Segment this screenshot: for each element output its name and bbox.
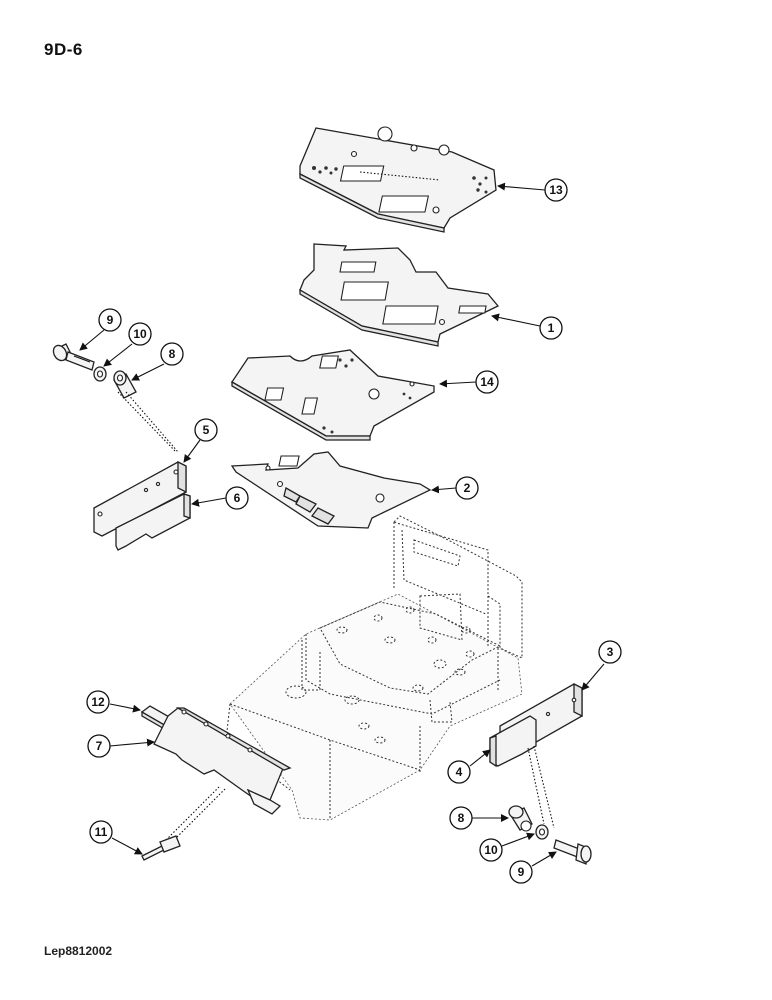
callout-2: 2 <box>455 476 479 500</box>
callout-7-label: 7 <box>96 739 103 753</box>
callout-9-left: 9 <box>98 308 122 332</box>
part-5-side-panel <box>93 460 187 537</box>
callout-13: 13 <box>544 178 568 202</box>
callout-9-left-label: 9 <box>107 313 114 327</box>
washer-10-left <box>93 366 107 382</box>
bolt-9-right <box>553 839 592 865</box>
callout-6-label: 6 <box>234 491 241 505</box>
callout-12-label: 12 <box>91 695 105 709</box>
callout-2-label: 2 <box>464 481 471 495</box>
nut-8-right <box>508 805 533 832</box>
callout-5-label: 5 <box>203 423 210 437</box>
part-11-pin <box>141 835 181 861</box>
callout-7: 7 <box>87 734 111 758</box>
page-label: 9D-6 <box>44 40 83 59</box>
callout-4: 4 <box>447 760 471 784</box>
callout-6: 6 <box>225 486 249 510</box>
callout-10-left: 10 <box>128 322 152 346</box>
part-4-side-panel <box>489 715 537 768</box>
part-6-side-panel <box>115 493 191 551</box>
callout-3: 3 <box>598 640 622 664</box>
main-frame <box>225 515 523 821</box>
part-7-plate <box>153 707 292 815</box>
nut-8-left <box>113 370 137 399</box>
callout-10-right: 10 <box>479 838 503 862</box>
callout-3-label: 3 <box>607 645 614 659</box>
callout-12: 12 <box>86 690 110 714</box>
callout-4-label: 4 <box>456 765 463 779</box>
drawing-code: Lep8812002 <box>44 944 113 958</box>
callout-14-label: 14 <box>480 375 494 389</box>
callout-13-label: 13 <box>549 183 563 197</box>
callout-8-right: 8 <box>449 806 473 830</box>
callout-9-right-label: 9 <box>518 865 525 879</box>
part-13-top-plate <box>299 126 497 233</box>
bolt-9-left <box>52 343 95 371</box>
callout-11-label: 11 <box>95 825 108 839</box>
callout-5: 5 <box>194 418 218 442</box>
washer-10-right <box>535 824 549 840</box>
callout-8-right-label: 8 <box>458 811 465 825</box>
callout-8-left-label: 8 <box>169 347 176 361</box>
callout-9-right: 9 <box>509 860 533 884</box>
callout-10-right-label: 10 <box>484 843 498 857</box>
callout-11: 11 <box>89 820 113 844</box>
callout-10-left-label: 10 <box>133 327 147 341</box>
callout-1: 1 <box>539 316 563 340</box>
part-1-plate <box>299 243 500 347</box>
callout-1-label: 1 <box>548 321 555 335</box>
part-2-plate <box>230 451 432 529</box>
callout-8-left: 8 <box>160 342 184 366</box>
part-14-plate <box>231 349 435 441</box>
callout-14: 14 <box>475 370 499 394</box>
